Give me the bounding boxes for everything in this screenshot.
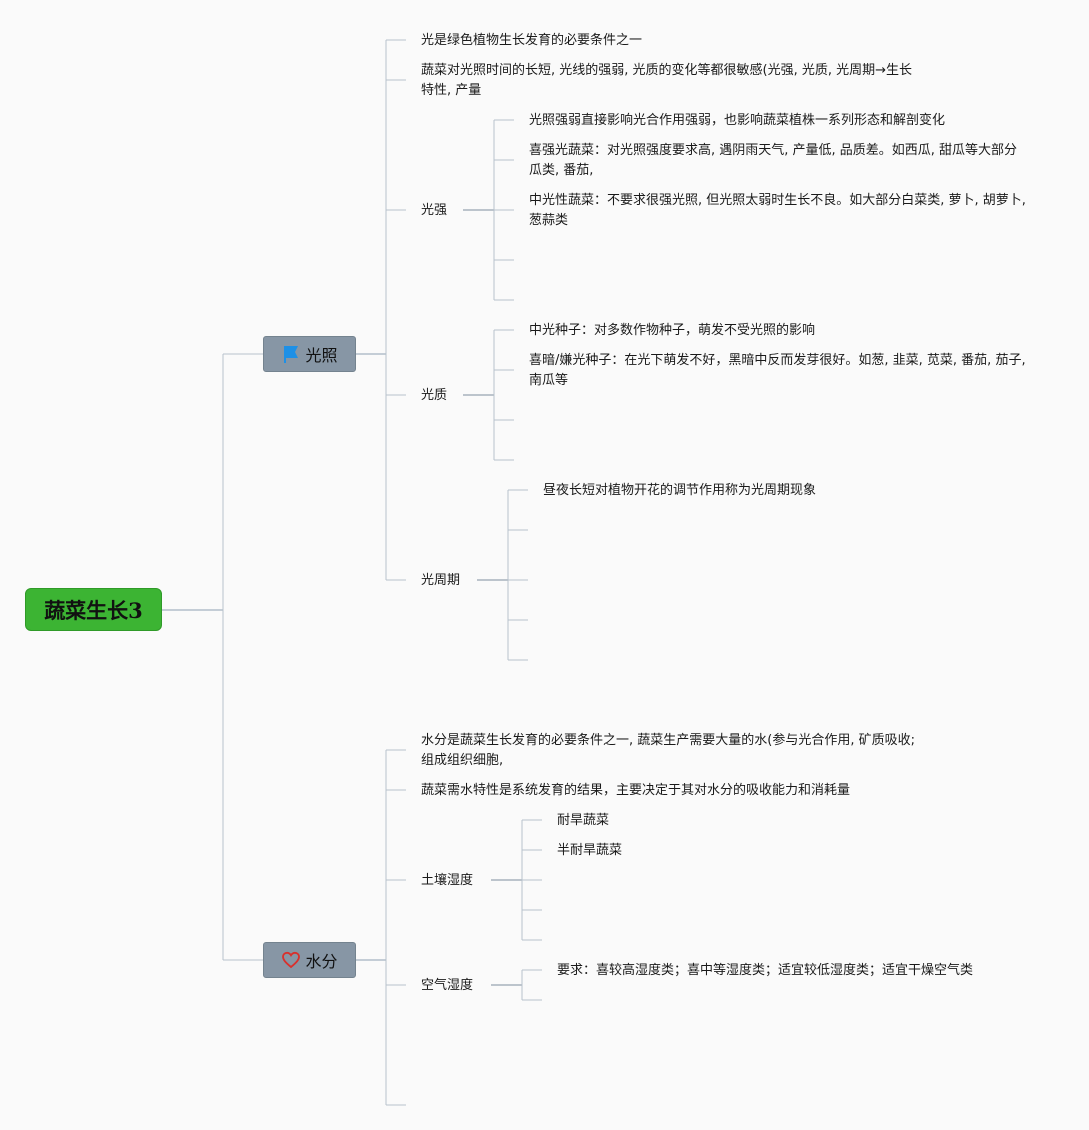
light-quality-item-1[interactable]: 中光种子：对多数作物种子，萌发不受光照的影响	[529, 323, 816, 338]
light-quality-item-2[interactable]: 喜暗/嫌光种子：在光下萌发不好，黑暗中反而发芽很好。如葱, 韭菜, 苋菜, 番茄…	[529, 353, 1026, 388]
branch-water[interactable]: 水分	[263, 942, 356, 978]
topic-photoperiod[interactable]: 光周期	[421, 573, 461, 588]
topic-air-humidity[interactable]: 空气湿度	[421, 978, 474, 993]
root-topic[interactable]: 蔬菜生长3	[25, 588, 162, 631]
topic-soil-humidity[interactable]: 土壤湿度	[421, 873, 474, 888]
light-intensity-item-3[interactable]: 中光性蔬菜：不要求很强光照, 但光照太弱时生长不良。如大部分白菜类, 萝卜, 胡…	[529, 193, 1026, 228]
photoperiod-item-1[interactable]: 昼夜长短对植物开花的调节作用称为光周期现象	[543, 483, 817, 498]
branch-light-label: 光照	[305, 346, 338, 365]
water-note-1[interactable]: 水分是蔬菜生长发育的必要条件之一, 蔬菜生产需要大量的水(参与光合作用, 矿质吸…	[421, 733, 915, 768]
branch-water-label: 水分	[305, 952, 338, 971]
light-intensity-item-2[interactable]: 喜强光蔬菜：对光照强度要求高, 遇阴雨天气, 产量低, 品质差。如西瓜, 甜瓜等…	[529, 143, 1018, 178]
topic-light-intensity[interactable]: 光强	[421, 203, 448, 218]
root-topic-label: 蔬菜生长3	[44, 597, 143, 623]
light-note-1[interactable]: 光是绿色植物生长发育的必要条件之一	[421, 33, 643, 48]
soil-humidity-item-2[interactable]: 半耐旱蔬菜	[557, 843, 623, 858]
branch-light[interactable]: 光照	[263, 336, 356, 372]
red-heart-icon	[281, 950, 301, 970]
blue-flag-icon	[281, 344, 301, 364]
light-intensity-item-1[interactable]: 光照强弱直接影响光合作用强弱，也影响蔬菜植株一系列形态和解剖变化	[529, 113, 946, 128]
topic-light-quality[interactable]: 光质	[421, 388, 448, 403]
soil-humidity-item-1[interactable]: 耐旱蔬菜	[557, 813, 610, 828]
water-note-2[interactable]: 蔬菜需水特性是系统发育的结果，主要决定于其对水分的吸收能力和消耗量	[421, 783, 851, 798]
light-note-2[interactable]: 蔬菜对光照时间的长短, 光线的强弱, 光质的变化等都很敏感(光强, 光质, 光周…	[421, 63, 913, 98]
air-humidity-item-1[interactable]: 要求：喜较高湿度类；喜中等湿度类；适宜较低湿度类；适宜干燥空气类	[557, 963, 974, 978]
